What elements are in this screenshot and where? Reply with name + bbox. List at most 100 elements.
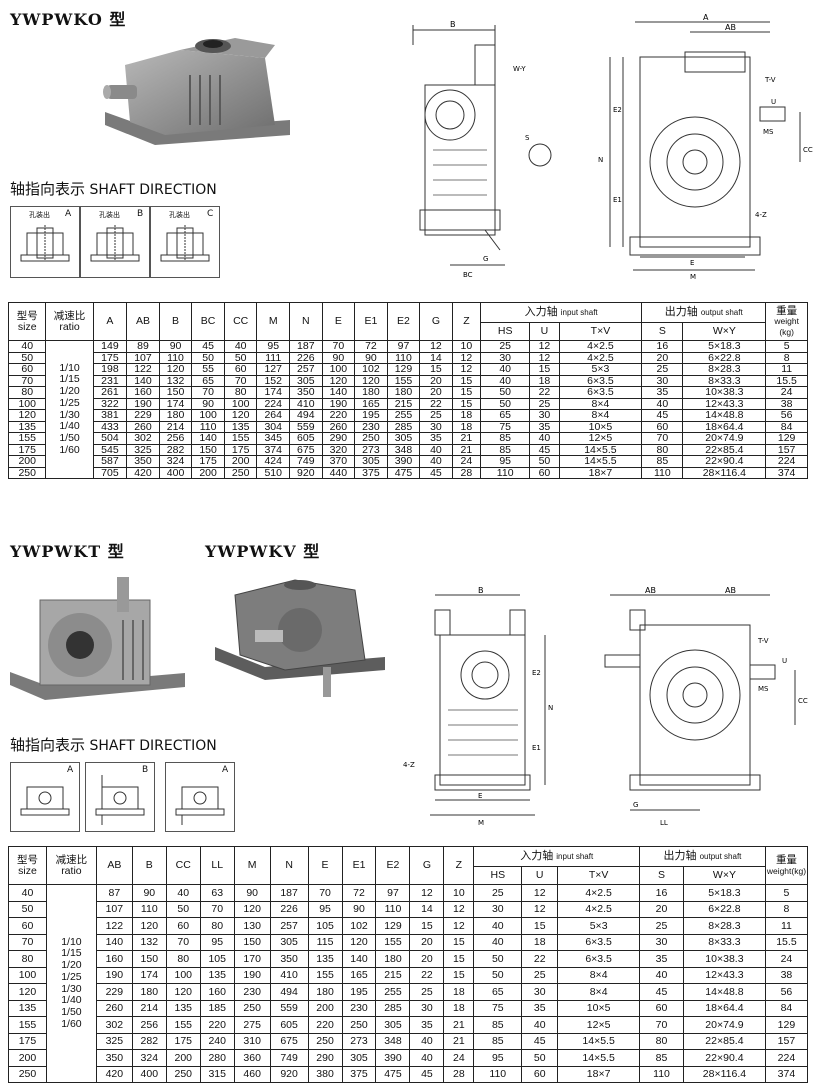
table-cell: 214 bbox=[131, 999, 167, 1017]
b-header-input-en: input shaft bbox=[556, 852, 594, 861]
header-ratio-en: ratio bbox=[59, 320, 80, 333]
table-cell: 5 bbox=[765, 340, 808, 353]
table-cell: 380 bbox=[307, 1065, 343, 1083]
table-cell: 25 bbox=[419, 409, 453, 422]
table-cell: 587 bbox=[92, 455, 128, 468]
table-cell: 400 bbox=[158, 466, 193, 479]
table-cell: 4×2.5 bbox=[557, 884, 641, 902]
table-cell: 10×38.3 bbox=[682, 386, 767, 399]
table-cell: 273 bbox=[354, 443, 388, 456]
table-cell: 14×5.5 bbox=[558, 443, 643, 456]
table-cell: 157 bbox=[764, 1032, 809, 1050]
table-cell: 6×3.5 bbox=[558, 386, 643, 399]
table-cell: 60 bbox=[521, 1065, 559, 1083]
table-cell: 95 bbox=[256, 340, 290, 353]
table-cell: 97 bbox=[375, 884, 411, 902]
shaft-label-a: A bbox=[65, 209, 72, 219]
gearbox-photo-ywpwkv bbox=[215, 579, 385, 697]
table-cell: 40 bbox=[480, 374, 531, 387]
table-cell: 16 bbox=[641, 340, 684, 353]
table-cell: 510 bbox=[256, 466, 290, 479]
b-header-col-ab: AB bbox=[95, 846, 133, 885]
header-weight-en: weight (kg) bbox=[774, 316, 799, 337]
table-cell: 40 bbox=[223, 340, 258, 353]
table-cell: 20 bbox=[409, 950, 445, 968]
table-cell: 324 bbox=[131, 1049, 167, 1067]
table-cell: 85 bbox=[639, 1049, 684, 1067]
table-cell: 40 bbox=[409, 1049, 445, 1067]
table-cell: 56 bbox=[765, 409, 808, 422]
shaft-direction-b: B 孔装出 bbox=[80, 206, 150, 278]
b-header-s: S bbox=[639, 866, 684, 885]
table-cell: 105 bbox=[199, 950, 235, 968]
dim-label-bc: BC bbox=[463, 271, 473, 279]
shaft-direction-c: C 孔装出 bbox=[150, 206, 220, 278]
header-col-m: M bbox=[256, 302, 290, 341]
table-cell: 30 bbox=[521, 983, 559, 1001]
table-cell: 475 bbox=[386, 466, 421, 479]
table-cell: 180 bbox=[386, 386, 421, 399]
table-cell: 107 bbox=[95, 900, 133, 918]
table-cell: 60 bbox=[8, 917, 47, 935]
table-cell: 12 bbox=[419, 340, 453, 353]
dim-label-b: B bbox=[450, 20, 456, 29]
table-cell: 12×5 bbox=[557, 1016, 641, 1034]
table-cell: 374 bbox=[764, 1065, 809, 1083]
table-cell: 20 bbox=[419, 374, 453, 387]
table-cell: 18 bbox=[451, 420, 482, 433]
table-cell: 30 bbox=[639, 933, 684, 951]
table-cell: 370 bbox=[321, 455, 356, 468]
table-cell: 605 bbox=[289, 432, 323, 445]
table-cell: 45 bbox=[641, 409, 684, 422]
table-cell: 12 bbox=[529, 340, 560, 353]
b-header-col-m: M bbox=[233, 846, 271, 885]
table-cell: 260 bbox=[95, 999, 133, 1017]
table-cell: 920 bbox=[269, 1065, 309, 1083]
table-cell: 150 bbox=[191, 443, 225, 456]
table-cell: 35 bbox=[521, 999, 559, 1017]
table-cell: 12 bbox=[451, 351, 482, 364]
table-cell: 140 bbox=[95, 933, 133, 951]
dim-label-z-bottom: 4-Z bbox=[403, 761, 415, 769]
table-cell: 170 bbox=[233, 950, 271, 968]
table-cell: 12 bbox=[521, 900, 559, 918]
table-cell: 180 bbox=[131, 983, 167, 1001]
table-cell: 132 bbox=[158, 374, 193, 387]
table-cell: 95 bbox=[199, 933, 235, 951]
model-title-ywpwkt: YWPWKT 型 bbox=[10, 542, 125, 561]
shaft-direction-en-bottom: SHAFT DIRECTION bbox=[89, 738, 217, 754]
table-cell: 40 bbox=[480, 363, 531, 376]
table-cell: 25 bbox=[409, 983, 445, 1001]
table-cell: 230 bbox=[341, 999, 377, 1017]
dim-label-cc-bottom: CC bbox=[798, 697, 808, 705]
dim-label-e2: E2 bbox=[613, 106, 622, 114]
table-cell: 504 bbox=[92, 432, 128, 445]
header-output-cn: 出力轴 bbox=[664, 306, 698, 318]
table-cell: 50 bbox=[165, 900, 201, 918]
table-cell: 14×5.5 bbox=[557, 1049, 641, 1067]
ratio-cell: 1/10 1/15 1/20 1/25 1/30 1/40 1/50 1/60 bbox=[45, 340, 94, 479]
table-cell: 50 bbox=[480, 397, 531, 410]
table-cell: 187 bbox=[289, 340, 323, 353]
table-cell: 174 bbox=[131, 966, 167, 984]
b-header-weight-en: weight(kg) bbox=[766, 865, 807, 876]
table-cell: 95 bbox=[480, 455, 531, 468]
shaft-diagram-bottom-b-icon bbox=[95, 775, 145, 825]
table-cell: 35 bbox=[641, 386, 684, 399]
b-header-model-en: size bbox=[18, 864, 37, 877]
table-cell: 8×4 bbox=[558, 397, 643, 410]
table-cell: 21 bbox=[451, 432, 482, 445]
table-cell: 100 bbox=[321, 363, 356, 376]
b-header-txv: T×V bbox=[557, 866, 641, 885]
table-cell: 285 bbox=[375, 999, 411, 1017]
table-cell: 135 bbox=[307, 950, 343, 968]
table-cell: 475 bbox=[375, 1065, 411, 1083]
b-header-col-n: N bbox=[269, 846, 309, 885]
table-cell: 230 bbox=[233, 983, 271, 1001]
table-cell: 15 bbox=[443, 966, 475, 984]
